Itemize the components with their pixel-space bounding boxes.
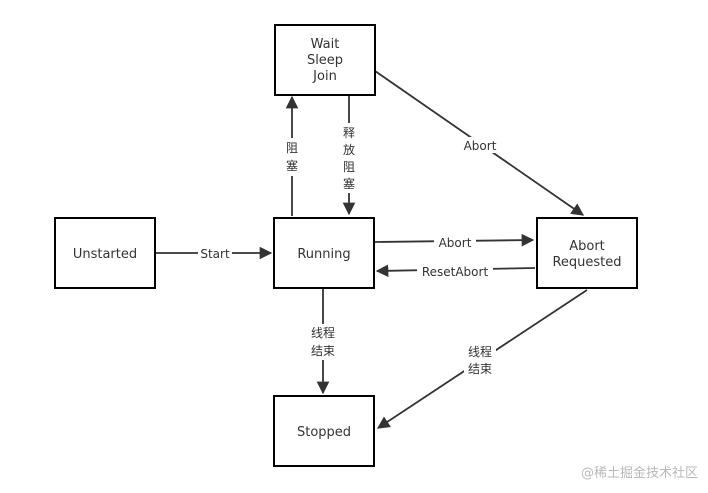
watermark: @稀土掘金技术社区: [580, 466, 698, 481]
node-abort-requested-label-line-2: Requested: [552, 255, 621, 270]
edge-label-block-line-2: 塞: [286, 158, 298, 173]
edge-label-release-line-1: 释: [343, 126, 355, 140]
edge-label-running-abort: Abort: [434, 234, 476, 250]
edge-label-start: Start: [198, 245, 232, 261]
edge-label-abort-end-line-2: 结束: [468, 362, 492, 376]
edge-label-running-end-line-2: 结束: [311, 344, 335, 358]
node-wait-label-line-1: Wait: [311, 37, 340, 52]
edge-label-running-abort-text: Abort: [439, 236, 472, 250]
edge-label-start-text: Start: [200, 247, 230, 261]
edge-label-reset-abort-text: ResetAbort: [422, 265, 489, 279]
edge-label-block-line-1: 阻: [286, 141, 298, 155]
node-running-label: Running: [297, 247, 350, 262]
edge-label-running-end: 线程 结束: [307, 324, 339, 360]
node-running: Running: [273, 217, 375, 289]
node-unstarted-label: Unstarted: [73, 247, 137, 262]
edge-label-release-block: 释 放 阻 塞: [341, 123, 357, 193]
node-unstarted: Unstarted: [54, 217, 156, 289]
node-wait-label-line-2: Sleep: [307, 53, 343, 68]
node-stopped-label: Stopped: [297, 425, 351, 440]
node-abort-requested-label-line-1: Abort: [569, 239, 605, 254]
edge-label-block: 阻 塞: [284, 138, 300, 176]
edge-label-release-line-2: 放: [343, 142, 355, 157]
edge-label-wait-abort-text: Abort: [464, 139, 497, 153]
edge-label-wait-abort: Abort: [459, 137, 501, 153]
node-wait-sleep-join: Wait Sleep Join: [274, 24, 376, 96]
node-wait-label-line-3: Join: [312, 69, 337, 84]
edge-label-reset-abort: ResetAbort: [417, 263, 493, 279]
edge-label-running-end-line-1: 线程: [311, 325, 335, 340]
edge-label-release-line-3: 阻: [343, 160, 355, 174]
edge-label-abort-end-line-1: 线程: [468, 344, 492, 359]
edge-label-abort-end: 线程 结束: [464, 343, 496, 379]
node-abort-requested: Abort Requested: [536, 217, 638, 289]
edge-label-release-line-4: 塞: [343, 176, 355, 191]
node-stopped: Stopped: [273, 395, 375, 467]
